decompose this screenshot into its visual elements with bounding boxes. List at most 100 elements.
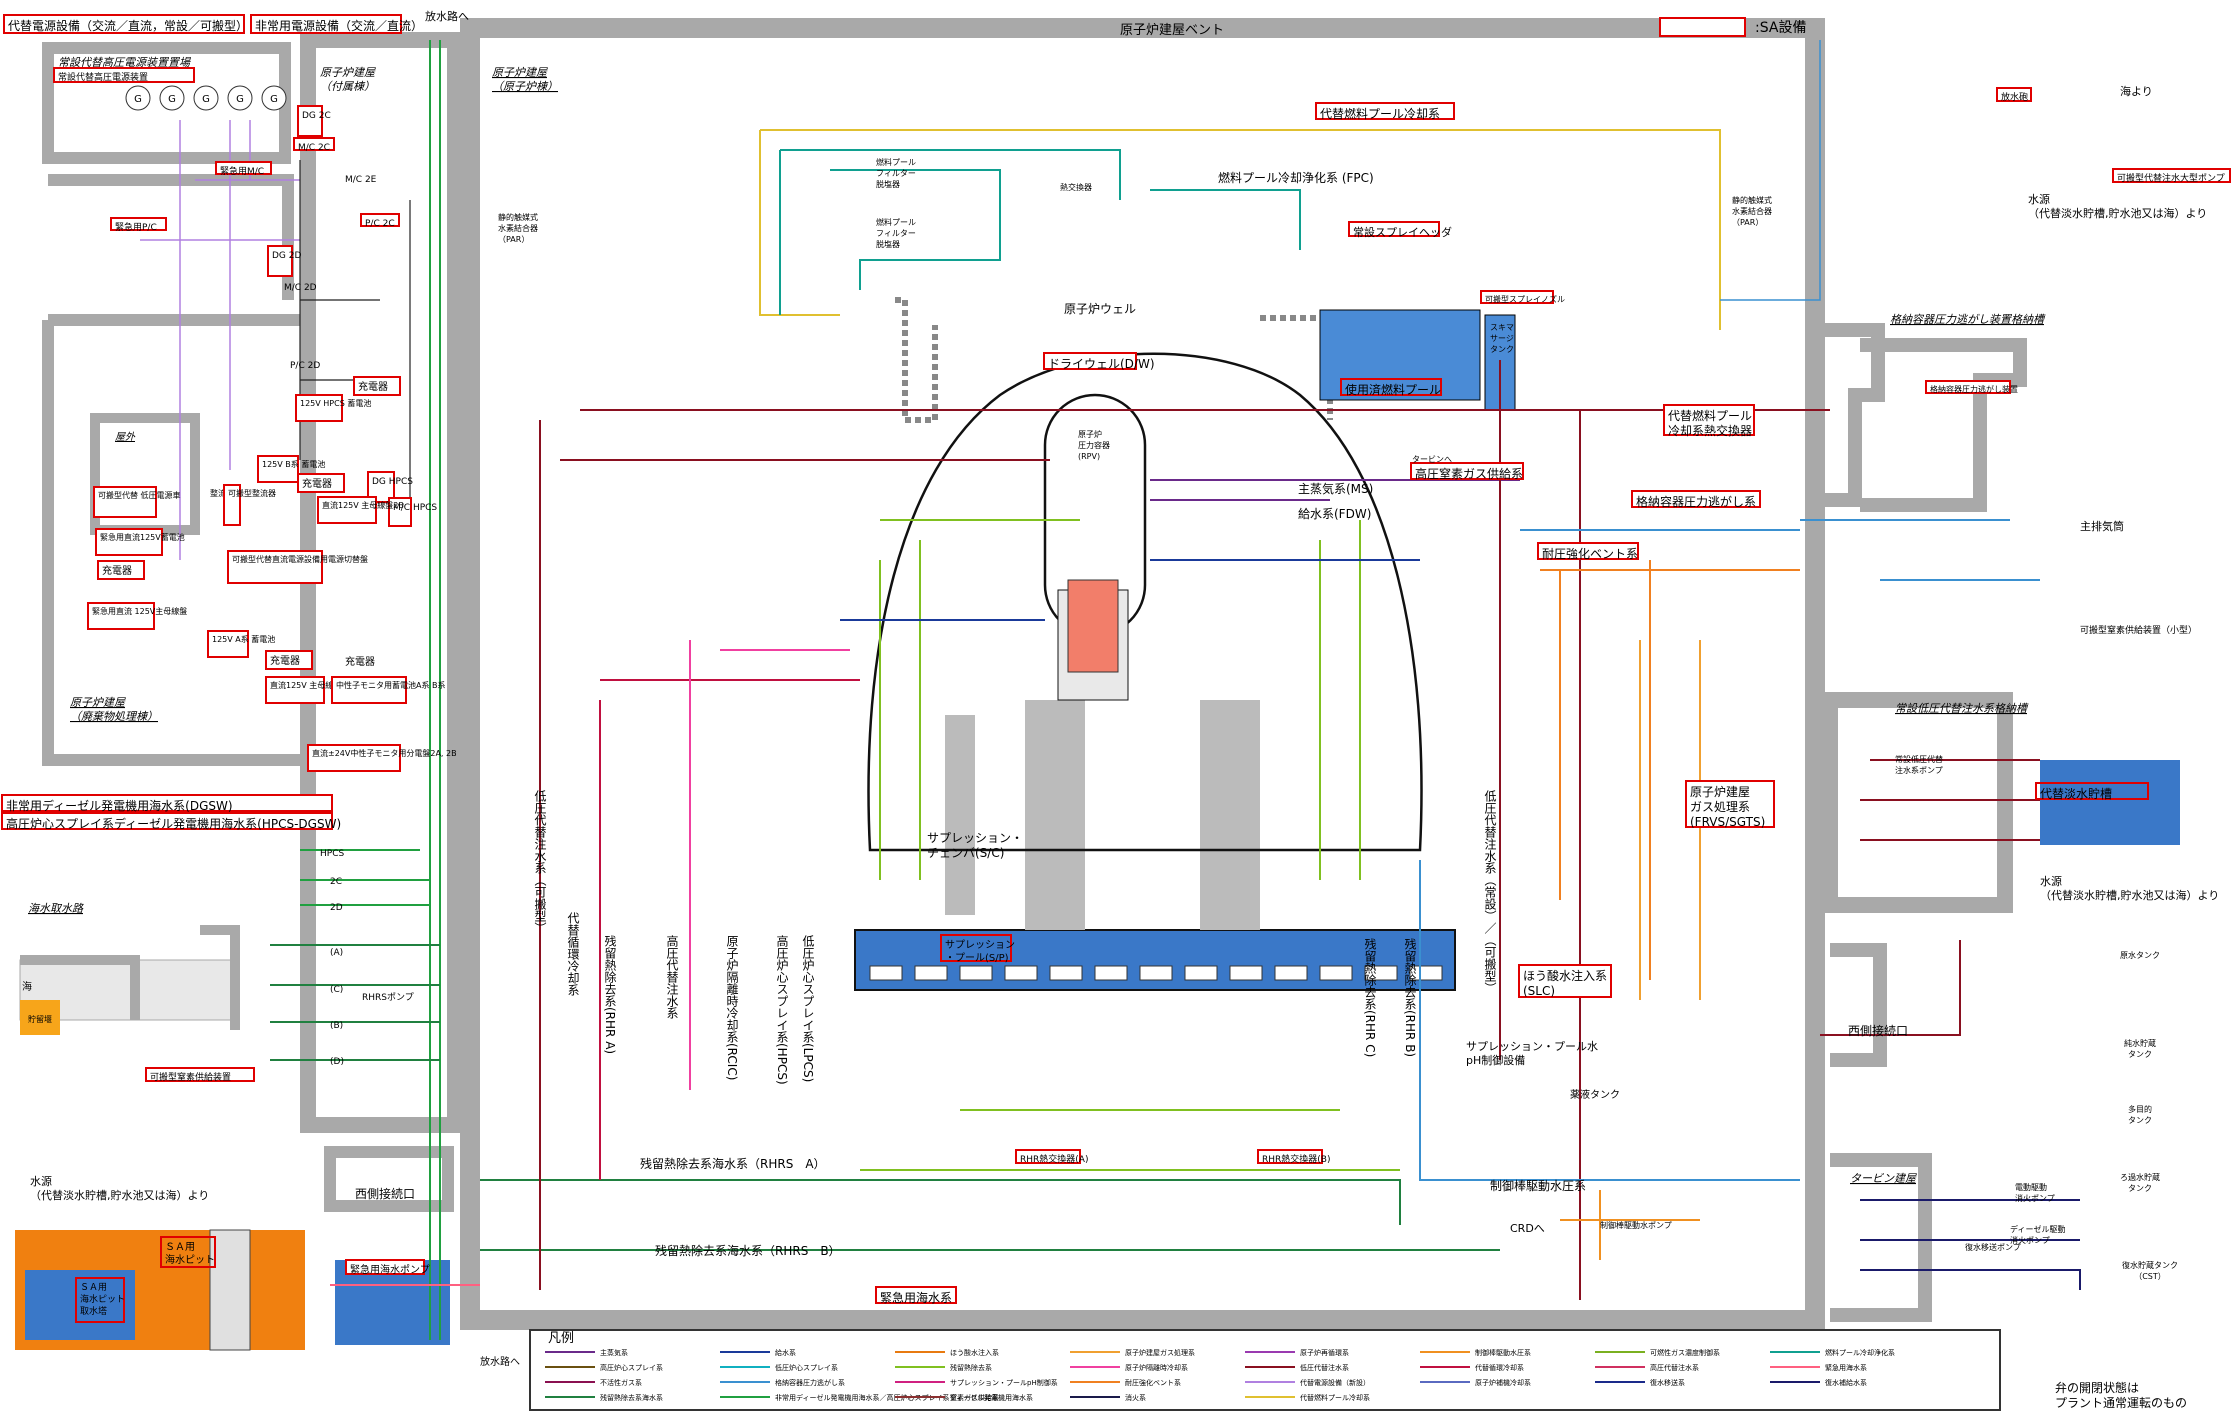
hp-n2-label: 高圧窒素ガス供給系 xyxy=(1410,462,1524,481)
ms-label: 主蒸気系(MS) xyxy=(1298,481,1373,496)
generator-icon xyxy=(125,85,151,111)
legend-title: 凡例 xyxy=(548,1331,574,1346)
svg-text:残留熱除去系(RHR B): 残留熱除去系(RHR B) xyxy=(1403,938,1417,1058)
svg-text:燃料プール: 燃料プール xyxy=(876,157,916,167)
rhrs-b-label: 残留熱除去系海水系（RHRS B） xyxy=(655,1243,841,1258)
svg-text:海より: 海より xyxy=(2120,84,2153,98)
rcic-label: 原子炉隔離時冷却系(RCIC) xyxy=(725,935,739,1080)
legend-item-label: 窒素ガス供給系 xyxy=(950,1393,999,1402)
svg-text:スキマ: スキマ xyxy=(1490,323,1514,332)
crd-label: 制御棒駆動水圧系 xyxy=(1490,1178,1586,1193)
svg-text:低圧代替注水系（可搬型）: 低圧代替注水系（可搬型） xyxy=(533,790,547,934)
chem-tank-label: 薬液タンク xyxy=(1570,1088,1620,1101)
pipe-line xyxy=(1540,560,1800,980)
svg-text:可搬型代替 低圧電源車: 可搬型代替 低圧電源車 xyxy=(98,490,181,500)
svg-text:使用済燃料プール: 使用済燃料プール xyxy=(1345,382,1441,397)
svg-text:水源: 水源 xyxy=(2040,874,2062,888)
svg-text:凡例: 凡例 xyxy=(548,1331,574,1346)
svg-text:タンク: タンク xyxy=(2128,1050,2152,1059)
pipe-line xyxy=(840,559,1420,621)
hpcs-label: 高圧炉心スプレイ系(HPCS) xyxy=(775,934,789,1085)
svg-text:CRDへ: CRDへ xyxy=(1510,1222,1545,1235)
svg-text:海水取水路: 海水取水路 xyxy=(28,902,84,915)
svg-text:ドライウェル(D/W): ドライウェル(D/W) xyxy=(1048,357,1155,371)
svg-text:高圧窒素ガス供給系: 高圧窒素ガス供給系 xyxy=(1415,466,1523,481)
containment xyxy=(854,309,1516,991)
torus-cell xyxy=(1229,965,1263,981)
pipe-line xyxy=(480,1179,1500,1251)
pipe-line xyxy=(1419,519,2040,1181)
svg-text:高圧炉心スプレイ系(HPCS): 高圧炉心スプレイ系(HPCS) xyxy=(775,934,789,1085)
legend-item-label: 格納容器圧力逃がし系 xyxy=(775,1378,845,1387)
outlet-bottom-label: 放水路へ xyxy=(480,1355,520,1368)
svg-text:ろ過水貯蔵: ろ過水貯蔵 xyxy=(2120,1172,2160,1182)
legend-item-label: 給水系 xyxy=(775,1348,796,1357)
rhrs-pump-label: RHRSポンプ xyxy=(362,992,414,1003)
backup-power-title: 代替電源設備（交流／直流，常設／可搬型） xyxy=(3,14,248,34)
west-conn-left: 西側接続口 xyxy=(355,1186,415,1201)
large-pump-label: 可搬型代替注水大型ポンプ xyxy=(2112,168,2231,184)
a-battery-label: 125V A系 蓄電池 xyxy=(207,630,275,658)
portable-n2-label: 可搬型窒素供給装置 xyxy=(145,1067,255,1083)
pipe-line xyxy=(689,640,850,1090)
emergency-sw-label: 緊急用海水系 xyxy=(875,1286,957,1305)
svg-text:放水砲: 放水砲 xyxy=(2001,91,2028,103)
svg-text:原子炉建屋: 原子炉建屋 xyxy=(1690,785,1750,799)
svg-text:M/C HPCS: M/C HPCS xyxy=(393,503,437,513)
svg-text:2D: 2D xyxy=(330,903,343,913)
generator-icon xyxy=(227,85,253,111)
svg-text:（PAR）: （PAR） xyxy=(498,235,529,244)
svg-text:(A): (A) xyxy=(330,948,343,958)
legend-item-label: 残留熱除去系海水系 xyxy=(600,1393,663,1402)
outside-label: 屋外 xyxy=(115,431,136,443)
sc-label: サプレッション・チェンバ(S/C) xyxy=(927,831,1023,860)
legend-item-label: 原子炉建屋ガス処理系 xyxy=(1125,1348,1195,1357)
rectifier-label: 整流器 xyxy=(210,488,234,498)
rhrs-a-label: 残留熱除去系海水系（RHRS A） xyxy=(640,1156,826,1171)
emergency-125v-battery: 緊急用直流125V蓄電池 xyxy=(95,528,185,556)
svg-text:原子炉: 原子炉 xyxy=(1078,429,1102,439)
waste-bldg-label: 原子炉建屋（廃棄物処理棟） xyxy=(70,696,158,723)
mchpcs-label: M/C HPCS xyxy=(388,497,437,527)
water-source-left: 水源（代替淡水貯槽,貯水池又は海）より xyxy=(30,1174,209,1202)
svg-text:サージ: サージ xyxy=(1490,334,1514,343)
svg-text:(C): (C) xyxy=(330,985,343,995)
lpcs-label: 低圧炉心スプレイ系(LPCS) xyxy=(801,935,815,1083)
svg-text:非常用ディーゼル発電機用海水系(DGSW): 非常用ディーゼル発電機用海水系(DGSW) xyxy=(6,798,233,813)
pcv-vent-label: 格納容器圧力逃がし系 xyxy=(1631,490,1761,509)
sw-b-label: (B) xyxy=(330,1021,343,1031)
svg-text:原子炉建屋ベント: 原子炉建屋ベント xyxy=(1120,23,1224,38)
svg-text:サプレッション・プール水: サプレッション・プール水 xyxy=(1466,1040,1598,1053)
torus-cell xyxy=(1184,965,1218,981)
legend-item-label: 原子炉隔離時冷却系 xyxy=(1125,1363,1188,1372)
reactor-well-label: 原子炉ウェル xyxy=(1064,302,1136,316)
svg-text:西側接続口: 西側接続口 xyxy=(1848,1023,1908,1038)
svg-text:残留熱除去系海水系（RHRS A）: 残留熱除去系海水系（RHRS A） xyxy=(640,1156,826,1171)
pipe-line xyxy=(300,849,430,906)
alt-fw-tank-label: 代替淡水貯槽 xyxy=(2035,782,2149,801)
legend-item-label: 低圧代替注水系 xyxy=(1300,1363,1349,1372)
fpc-label: 燃料プール冷却浄化系 (FPC) xyxy=(1218,170,1374,185)
hard-vent-label: 耐圧強化ベント系 xyxy=(1537,542,1639,561)
legend-item-label: 復水補給水系 xyxy=(1825,1378,1867,1387)
svg-text:M/C 2E: M/C 2E xyxy=(345,175,377,185)
pipe-line xyxy=(1820,940,1961,1036)
crd-pump-label: 制御棒駆動水ポンプ xyxy=(1600,1220,1672,1230)
hpcs-dgsw-label: 高圧炉心スプレイ系ディーゼル発電機用海水系(HPCS-DGSW) xyxy=(1,812,341,831)
pipe-line xyxy=(1860,759,2040,841)
legend-item-label: 原子炉再循環系 xyxy=(1300,1348,1349,1357)
sw-2d-label: 2D xyxy=(330,903,343,913)
cond-pump-label: 復水移送ポンプ xyxy=(1965,1242,2021,1252)
legend-item-label: 高圧代替注水系 xyxy=(1650,1363,1699,1372)
pipe-line xyxy=(759,129,1721,330)
svg-text:代替循環冷却系: 代替循環冷却系 xyxy=(566,912,580,996)
